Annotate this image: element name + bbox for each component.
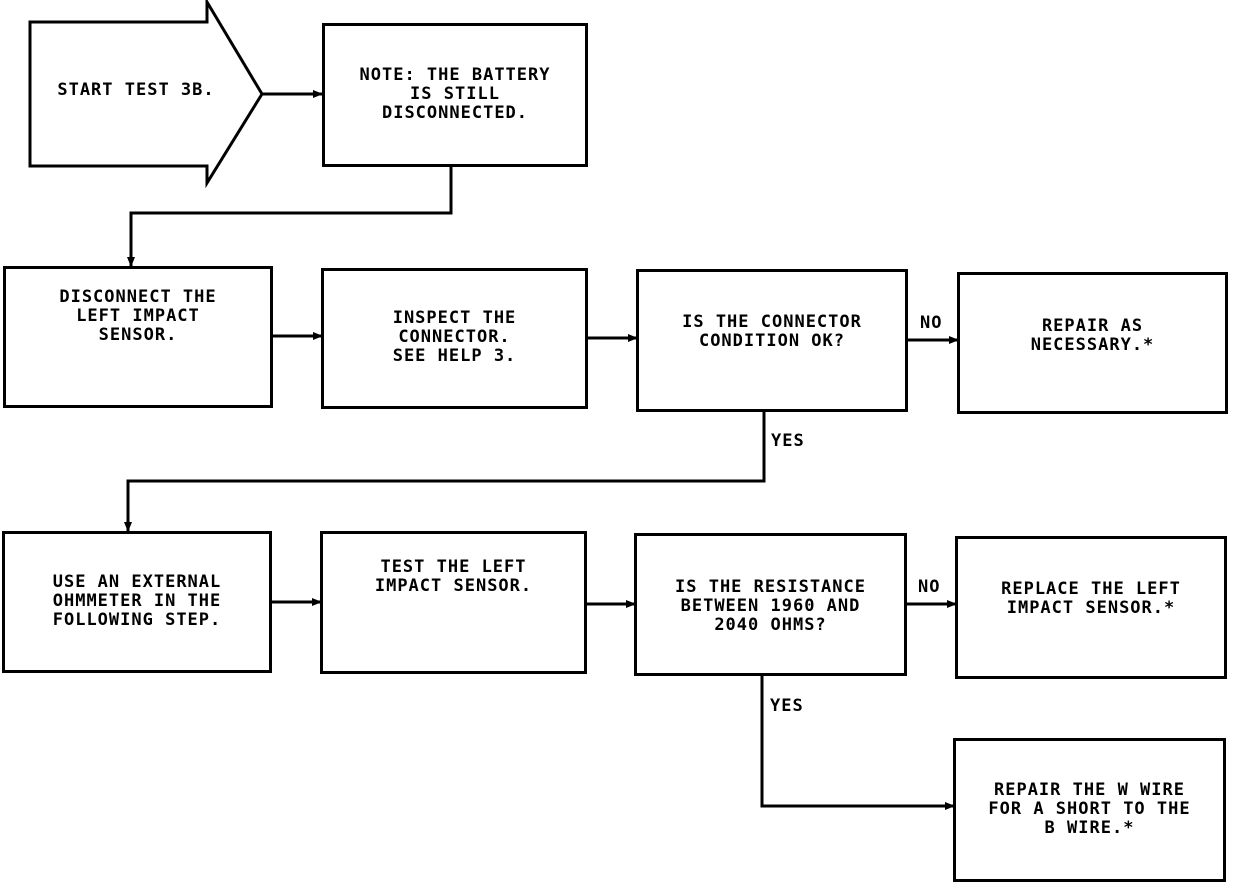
use-ohmmeter-text: USE AN EXTERNAL OHMMETER IN THE FOLLOWIN… <box>52 572 222 630</box>
use-ohmmeter-box: USE AN EXTERNAL OHMMETER IN THE FOLLOWIN… <box>2 531 272 673</box>
edge-label-no-connector: NO <box>920 313 943 333</box>
repair-wire-text: REPAIR THE W WIRE FOR A SHORT TO THE B W… <box>988 780 1191 838</box>
test-sensor-box: TEST THE LEFT IMPACT SENSOR. <box>320 531 587 674</box>
edge-label-yes-connector: YES <box>771 431 805 451</box>
note-box: NOTE: THE BATTERY IS STILL DISCONNECTED. <box>322 23 588 167</box>
edge-label-yes-resistance: YES <box>770 696 804 716</box>
inspect-connector-text: INSPECT THE CONNECTOR. SEE HELP 3. <box>392 308 517 366</box>
connector-resistance-to-repair-wire <box>760 675 955 810</box>
disconnect-sensor-box: DISCONNECT THE LEFT IMPACT SENSOR. <box>3 266 273 408</box>
edge-label-no-resistance: NO <box>918 577 941 597</box>
disconnect-sensor-text: DISCONNECT THE LEFT IMPACT SENSOR. <box>59 287 217 345</box>
resistance-check-text: IS THE RESISTANCE BETWEEN 1960 AND 2040 … <box>675 577 866 635</box>
connector-condition-box: IS THE CONNECTOR CONDITION OK? <box>636 269 908 412</box>
repair-as-necessary-box: REPAIR AS NECESSARY.* <box>957 272 1228 414</box>
test-sensor-text: TEST THE LEFT IMPACT SENSOR. <box>374 557 533 596</box>
repair-wire-box: REPAIR THE W WIRE FOR A SHORT TO THE B W… <box>953 738 1226 882</box>
connector-condition-text: IS THE CONNECTOR CONDITION OK? <box>682 312 862 351</box>
replace-sensor-text: REPLACE THE LEFT IMPACT SENSOR.* <box>1001 579 1181 618</box>
start-arrow-shape <box>28 0 264 189</box>
repair-as-necessary-text: REPAIR AS NECESSARY.* <box>1030 316 1155 355</box>
inspect-connector-box: INSPECT THE CONNECTOR. SEE HELP 3. <box>321 268 588 409</box>
replace-sensor-box: REPLACE THE LEFT IMPACT SENSOR.* <box>955 536 1227 679</box>
start-label: START TEST 3B. <box>57 80 215 100</box>
note-text: NOTE: THE BATTERY IS STILL DISCONNECTED. <box>359 65 551 123</box>
connector-check-to-ohmmeter <box>124 411 766 532</box>
resistance-check-box: IS THE RESISTANCE BETWEEN 1960 AND 2040 … <box>634 533 907 676</box>
connector-note-to-disconnect <box>127 166 453 267</box>
